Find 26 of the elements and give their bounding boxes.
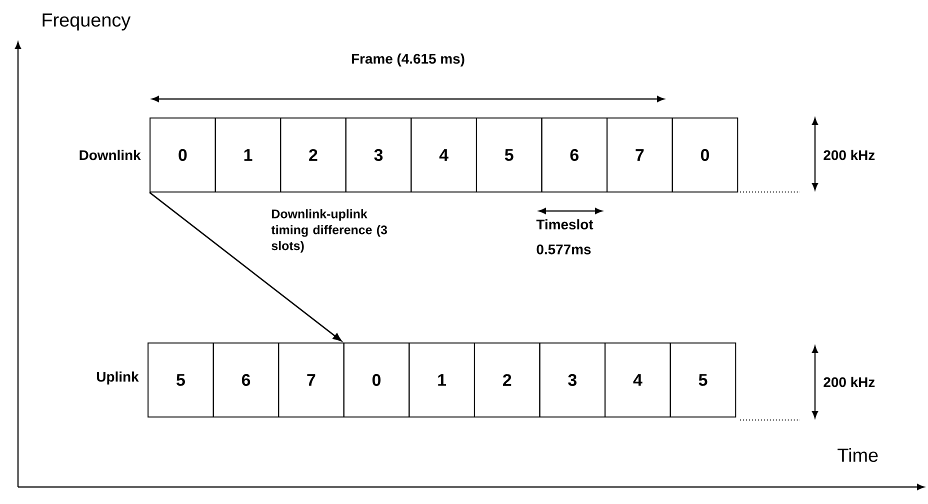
axis-label: Frequency	[42, 14, 131, 30]
timeslot-cell: 7	[606, 117, 673, 192]
timeslot-cell: 5	[148, 342, 214, 418]
dimension-label: 200 kHz	[824, 376, 875, 388]
timeslot-cell: 2	[474, 342, 540, 418]
timeslot-cell: 3	[345, 117, 412, 192]
timeslot-cell: 4	[410, 117, 477, 192]
timeslot-cell: 6	[212, 342, 280, 418]
dimension-label: Timeslot 0.577ms	[536, 219, 594, 254]
arrow	[149, 192, 342, 342]
timeslot-cell: 0	[343, 342, 410, 418]
timeslot-cell: 1	[214, 117, 282, 192]
timeslot-cell: 2	[280, 117, 346, 192]
edge-label: Downlink-uplink timing difference (3 slots)	[271, 209, 387, 253]
timeslot-cell: 5	[476, 117, 542, 192]
timeslot-cell: 7	[278, 342, 344, 418]
dimension-label: Frame (4.615 ms)	[352, 53, 464, 66]
timeslot-cell: 0	[150, 117, 216, 192]
timeslot-cell: 6	[541, 117, 608, 192]
dimension-label: 200 kHz	[824, 150, 875, 160]
axis-label: Time	[838, 448, 878, 462]
timeslot-cell: 4	[604, 342, 671, 418]
timeslot-cell: 1	[408, 342, 475, 418]
timeslot-cell: 5	[670, 342, 736, 418]
timeslot-cell: 3	[539, 342, 606, 418]
timeslot-cell: 0	[672, 117, 738, 192]
